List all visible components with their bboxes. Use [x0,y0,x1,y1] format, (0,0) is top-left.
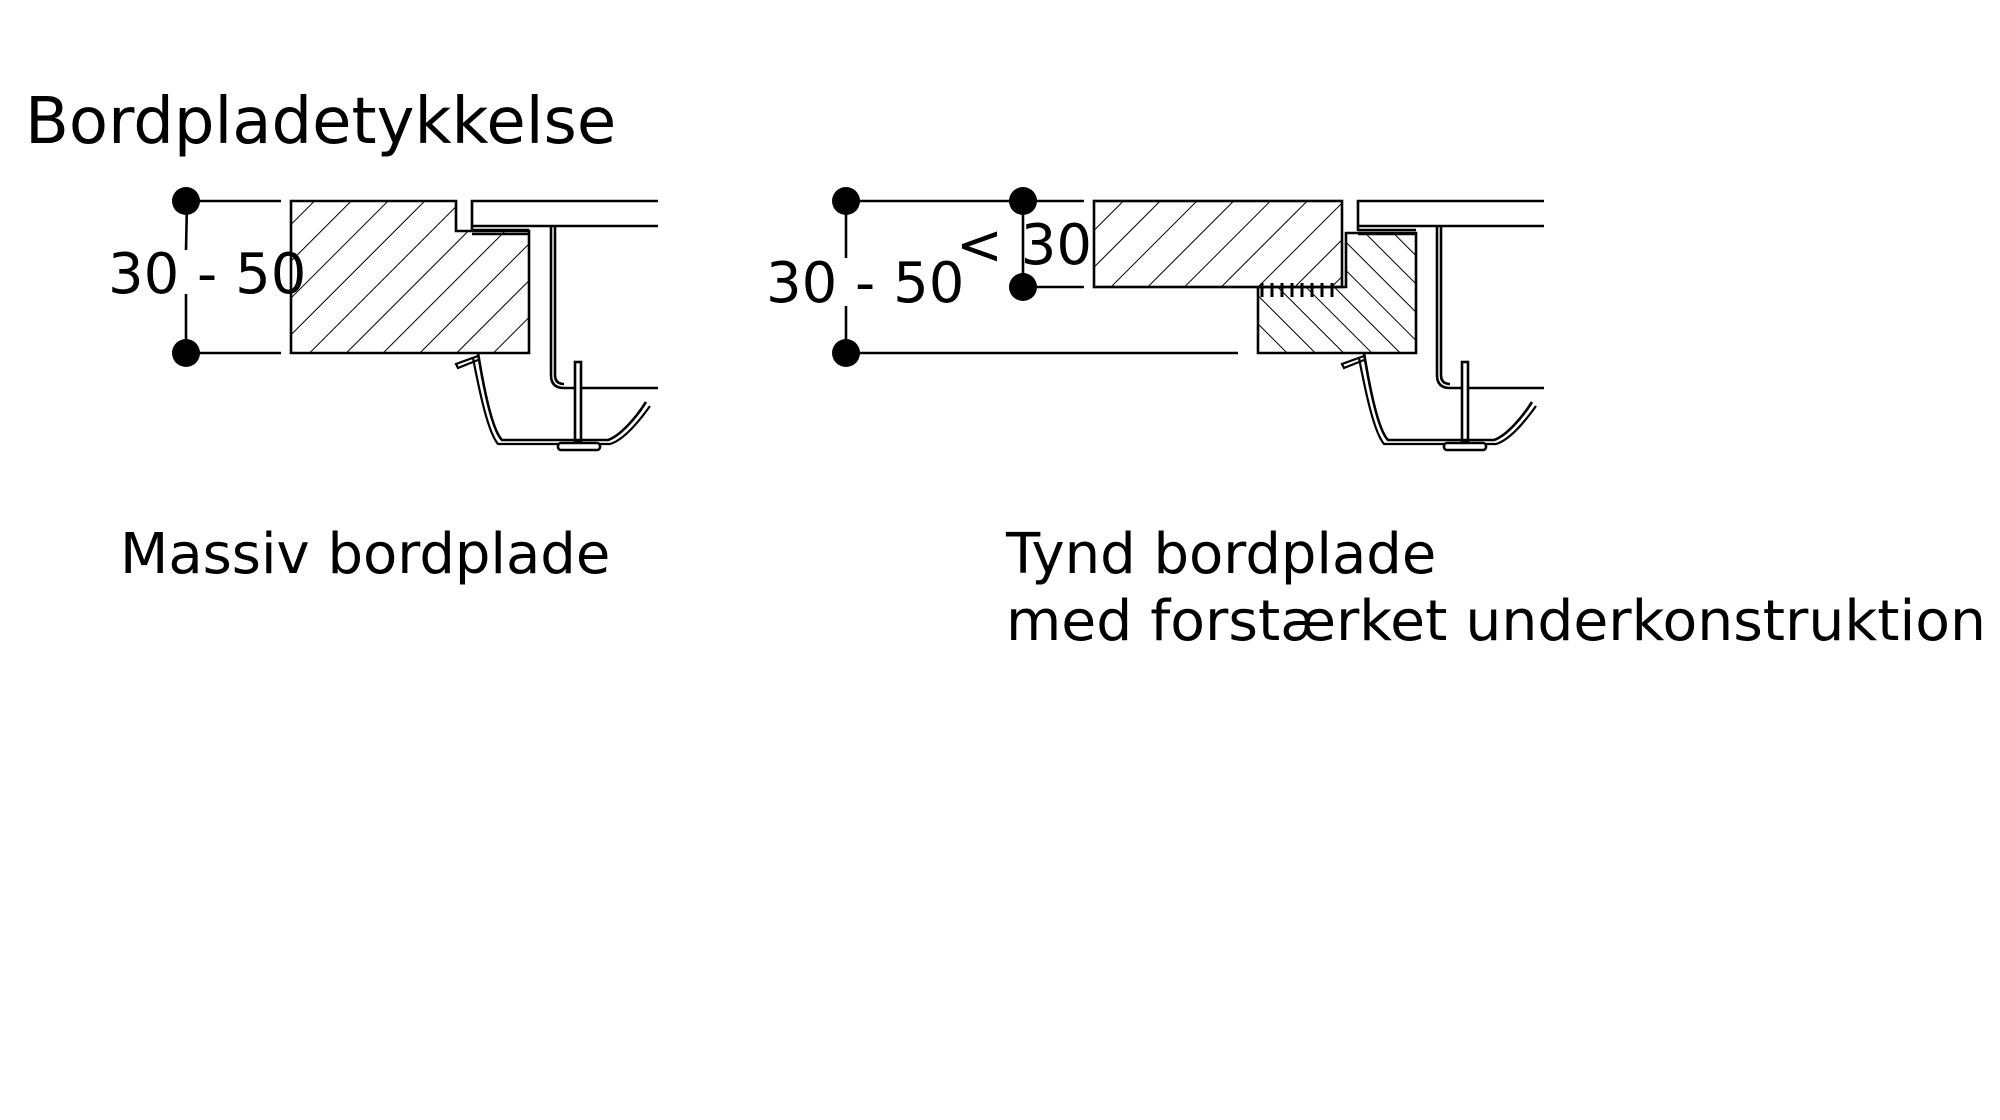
left-dim-label: 30 - 50 [108,242,306,307]
left-hob-glass [470,199,658,231]
left-dim-bottom-dot [172,339,200,367]
left-caption: Massiv bordplade [120,522,610,587]
right-outer-dim-bottom-dot [832,339,860,367]
left-fixing-bolt [573,360,583,444]
left-diagram: 30 - 50 Massiv bordplade [108,187,658,587]
left-countertop-hatch [289,199,531,355]
diagram-title: Bordpladetykkelse [25,85,616,159]
left-clamp-tab [454,354,479,370]
right-caption-line2: med forstærket underkonstruktion [1006,589,1986,654]
right-caption-line1: Tynd bordplade [1005,522,1436,587]
left-clamp-bracket-inner [471,357,651,446]
left-clamp-bracket [476,352,648,442]
left-clamp-foot [556,441,602,452]
right-clamp-tab [1340,354,1365,370]
right-hob-body [1435,226,1544,390]
left-dim-top-dot [172,187,200,215]
right-inner-dim-bottom-dot [1009,273,1037,301]
right-thin-countertop [1092,199,1344,289]
left-hob-body [549,226,658,390]
right-outer-dim-label: 30 - 50 [766,251,964,316]
right-hob-body-inner [1439,226,1451,386]
right-clamp-bracket-inner [1357,357,1537,446]
right-clamp-foot [1442,441,1488,452]
right-inner-dim-top-dot [1009,187,1037,215]
right-glue-marks [1260,283,1334,297]
right-inner-dim-label: < 30 [956,213,1092,278]
right-clamp-bracket [1362,352,1534,442]
right-outer-dim-top-dot [832,187,860,215]
right-hob-glass [1356,199,1544,231]
left-hob-body-inner [553,226,565,386]
right-diagram: 30 - 50 < 30 [766,187,1986,654]
right-fixing-bolt [1460,360,1470,444]
